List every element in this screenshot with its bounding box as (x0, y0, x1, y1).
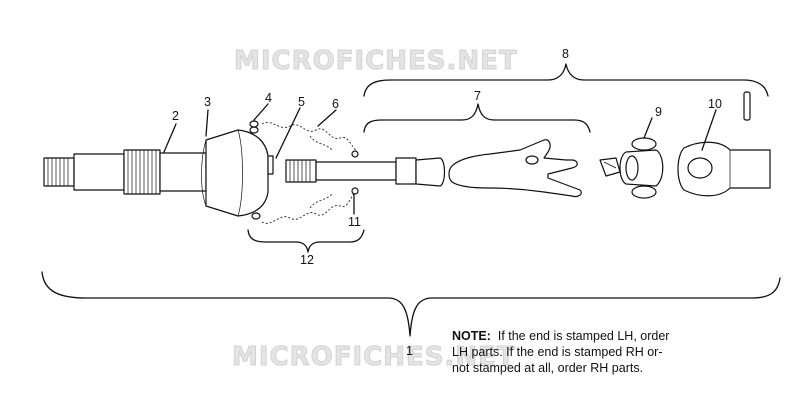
callout-3: 3 (204, 95, 211, 109)
note-line-2: LH parts. If the end is stamped RH or- (452, 345, 663, 359)
clamp-part (249, 120, 259, 128)
roll-pin-part (743, 91, 751, 121)
small-clamp-part (351, 187, 359, 195)
callouts: 1 2 3 4 5 6 7 8 9 10 11 12 (172, 47, 722, 358)
note-line-3: not stamped at all, order RH parts. (452, 361, 644, 375)
callout-2: 2 (172, 109, 179, 123)
callout-4: 4 (265, 91, 272, 105)
note-line-1: NOTE: If the end is stamped LH, order (452, 328, 732, 344)
cv-boot-part (261, 122, 357, 224)
bracket-1 (41, 271, 781, 337)
note-label: NOTE: (452, 329, 491, 343)
note-text-1: If the end is stamped LH, order (497, 329, 670, 343)
callout-1: 1 (406, 344, 413, 358)
callout-9: 9 (655, 105, 662, 119)
callout-10: 10 (708, 97, 722, 111)
cv-joint-housing-part (201, 126, 269, 220)
callout-5: 5 (298, 95, 305, 109)
bracket-7 (363, 103, 591, 133)
watermark-top: MICROFICHES.NET (234, 46, 518, 77)
universal-joint-part (599, 137, 664, 199)
clamp-ring-part (267, 155, 274, 175)
bracket-8 (363, 63, 769, 97)
leader-lines (163, 103, 717, 215)
callout-8: 8 (562, 47, 569, 61)
ordering-note: NOTE: If the end is stamped LH, order LH… (452, 328, 732, 376)
bracket-12 (247, 229, 365, 253)
callout-12: 12 (300, 253, 314, 267)
stub-axle-part (43, 149, 207, 195)
yoke-part (677, 141, 771, 197)
watermark-bottom: MICROFICHES.NET (232, 342, 516, 373)
callout-11: 11 (348, 215, 361, 229)
drive-shaft-part (285, 139, 582, 198)
callout-7: 7 (474, 89, 481, 103)
callout-6: 6 (332, 97, 339, 111)
